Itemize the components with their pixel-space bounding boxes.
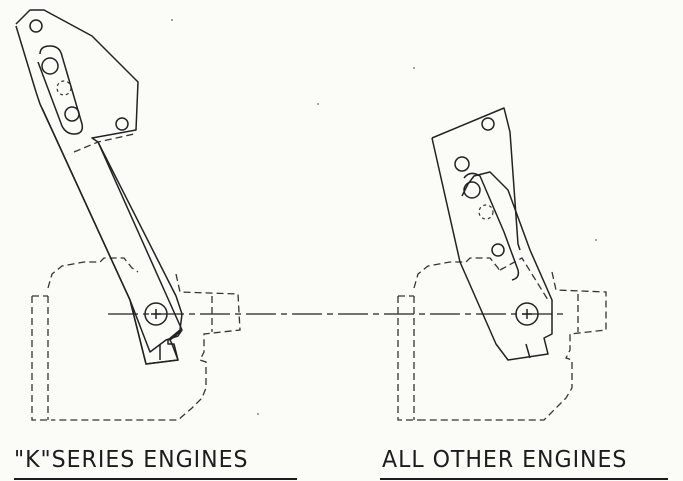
other-engines-housing-outline (397, 257, 607, 421)
other-engines-caption: ALL OTHER ENGINES (382, 447, 628, 473)
k-series-lever-body (15, 25, 183, 365)
other-engines-foot-slot (525, 343, 531, 359)
k-series-assembly (15, 9, 241, 421)
other-engines-pivot-center-mark (522, 309, 532, 319)
other-engines-lever-hole-upper (463, 181, 481, 199)
other-engines-assembly (397, 107, 607, 421)
k-series-caption: "K"SERIES ENGINES (14, 447, 249, 473)
k-series-caption-underline (14, 478, 297, 480)
scan-speck (317, 103, 319, 105)
k-series-bracket-hidden-edge (73, 133, 135, 153)
k-series-lever-hole-upper (41, 57, 59, 75)
scan-speck (171, 19, 173, 21)
k-series-bracket-hole-top (29, 19, 43, 33)
other-engines-lever-hole-hidden (478, 204, 494, 220)
other-engines-lever-hole-lower (491, 243, 505, 257)
k-series-lever-slot (37, 45, 84, 135)
k-series-lever-hole-hidden (56, 80, 72, 96)
other-engines-bracket-plate (431, 107, 521, 251)
k-series-bracket-hole-right (115, 117, 129, 131)
other-engines-pivot-hub (515, 302, 539, 326)
scan-speck (413, 67, 415, 69)
k-series-engine-housing-outline (31, 257, 241, 421)
other-engines-caption-underline (380, 478, 668, 480)
k-series-pivot-center-mark (151, 309, 161, 319)
other-engines-lever-slot (463, 172, 520, 281)
scan-speck (595, 239, 597, 241)
other-engines-bracket-hole-top (481, 117, 495, 131)
scan-speck (257, 413, 259, 415)
other-engines-bracket-hole-left (454, 156, 470, 172)
other-engines-bracket-hidden-edge (499, 257, 549, 301)
other-engines-lever-arm (431, 137, 553, 361)
k-series-pivot-hub (144, 302, 168, 326)
k-series-lever-arm (15, 9, 183, 365)
